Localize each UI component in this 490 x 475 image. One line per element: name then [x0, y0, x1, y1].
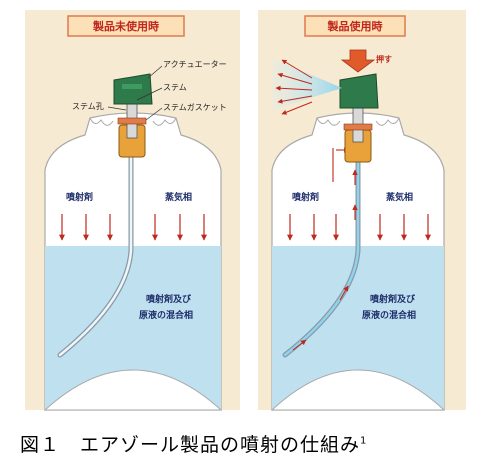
right-propellant-label: 噴射剤: [292, 191, 319, 203]
figure-caption: 図１ エアゾール製品の噴射の仕組み1: [20, 430, 480, 460]
right-pressure-arrows: [287, 214, 431, 241]
right-vapor-label: 蒸気相: [386, 191, 413, 203]
left-label-stem-hole: ステム孔: [72, 102, 104, 111]
right-mixed-label-1: 噴射剤及び: [370, 293, 416, 305]
right-press-arrow: [340, 49, 376, 73]
left-label-actuator: アクチュエーター: [163, 60, 227, 69]
caption-text: 図１ エアゾール製品の噴射の仕組み: [20, 434, 361, 456]
left-mixed-label-2: 原液の混合相: [139, 309, 193, 321]
left-can-rim: [89, 117, 177, 126]
right-mixed-label-2: 原液の混合相: [362, 309, 416, 321]
left-stem-gasket: [117, 117, 147, 125]
right-title: 製品使用時: [327, 19, 383, 33]
left-label-stem-gasket: ステムガスケット: [163, 102, 227, 112]
right-title-box: [304, 15, 406, 37]
left-panel: 製品未使用時 アクチュエーター ステム ステム孔 ステムガスケット 噴射剤 蒸気…: [25, 10, 240, 411]
left-title: 製品未使用時: [92, 19, 159, 33]
left-can-dome: [43, 369, 223, 411]
right-liquid: [272, 246, 444, 410]
left-vapor-label: 蒸気相: [165, 191, 192, 203]
left-liquid: [45, 246, 221, 410]
right-press-label: 押す: [376, 54, 392, 64]
right-actuator: [339, 73, 379, 109]
left-pressure-arrows: [59, 214, 207, 241]
right-panel: 製品使用時 押す: [258, 10, 466, 411]
left-propellant-label: 噴射剤: [66, 191, 93, 203]
right-can-dome: [270, 369, 446, 411]
right-spray-arrows: [275, 59, 313, 115]
caption-reference: 1: [360, 435, 368, 447]
left-mixed-label-1: 噴射剤及び: [146, 293, 192, 305]
right-can-rim: [316, 117, 400, 126]
right-spray-cone: [272, 58, 342, 110]
aerosol-diagram: 製品未使用時 アクチュエーター ステム ステム孔 ステムガスケット 噴射剤 蒸気…: [25, 10, 466, 411]
left-label-stem: ステム: [163, 83, 187, 92]
left-title-box: [67, 15, 185, 37]
